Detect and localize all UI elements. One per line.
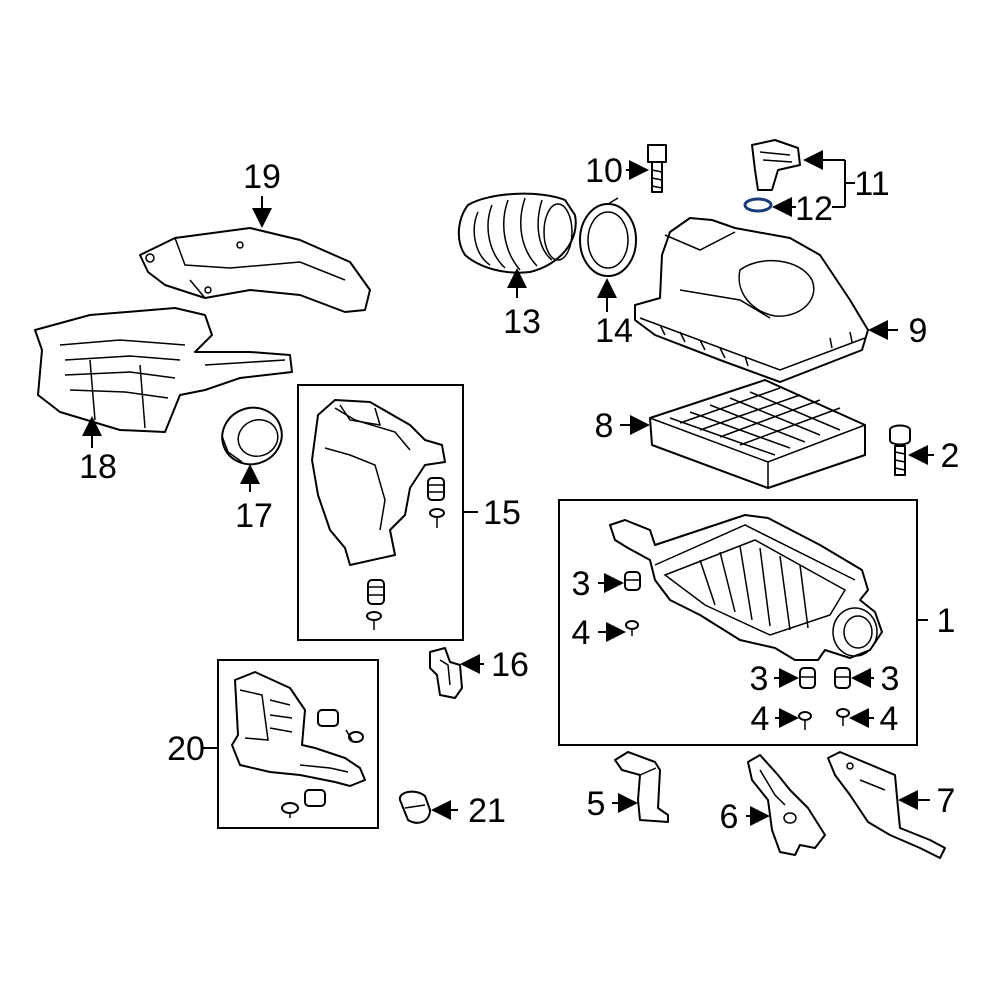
callout-12: 12	[795, 190, 833, 228]
callout-17: 17	[235, 497, 273, 535]
group-box-1	[558, 499, 918, 746]
callout-3a: 3	[572, 565, 591, 603]
grommet-20-lower[interactable]	[304, 789, 326, 807]
group-box-20	[217, 659, 379, 829]
bracket-11-12	[803, 150, 855, 207]
seal-ring-part-14[interactable]	[579, 197, 637, 277]
callout-8: 8	[595, 407, 614, 445]
callout-10: 10	[585, 152, 623, 190]
screw-4c[interactable]	[836, 708, 850, 726]
bracket-part-7[interactable]	[827, 751, 946, 859]
screw-15-lower[interactable]	[366, 611, 382, 630]
bolt-part-2[interactable]	[889, 424, 911, 476]
screw-4b[interactable]	[798, 711, 812, 730]
module-part-20[interactable]	[231, 671, 366, 787]
air-duct-part-19[interactable]	[139, 227, 371, 313]
callout-20: 20	[167, 730, 205, 768]
grommet-15-lower[interactable]	[367, 579, 385, 605]
screw-4a[interactable]	[625, 620, 639, 636]
screw-20-lower[interactable]	[281, 802, 299, 818]
callout-11: 11	[854, 165, 889, 203]
intake-chamber-part-15[interactable]	[311, 399, 446, 566]
air-cleaner-cover-part-9[interactable]	[634, 217, 869, 383]
callout-19: 19	[243, 158, 281, 196]
sensor-part-11[interactable]	[751, 139, 801, 191]
callout-3c: 3	[881, 660, 900, 698]
callout-4a: 4	[572, 614, 591, 652]
bracket-part-5[interactable]	[614, 751, 669, 823]
o-ring-part-12[interactable]	[743, 197, 773, 213]
callout-4c: 4	[880, 700, 899, 738]
callout-16: 16	[491, 646, 529, 684]
callout-21: 21	[468, 792, 506, 830]
air-cleaner-case-part-1[interactable]	[609, 514, 883, 661]
coupler-part-17[interactable]	[214, 399, 290, 472]
screw-15-upper[interactable]	[429, 508, 445, 528]
screw-20-right[interactable]	[345, 729, 364, 743]
callout-6: 6	[720, 798, 739, 836]
callout-3b: 3	[750, 660, 769, 698]
callout-1: 1	[937, 602, 956, 640]
air-intake-part-18[interactable]	[34, 307, 293, 433]
callout-7: 7	[937, 782, 956, 820]
callout-18: 18	[79, 448, 117, 486]
grommet-15-upper[interactable]	[427, 477, 445, 501]
bolt-part-10[interactable]	[647, 144, 667, 193]
intake-hose-part-13[interactable]	[457, 192, 577, 274]
callout-4b: 4	[751, 700, 770, 738]
air-filter-part-8[interactable]	[649, 379, 866, 489]
callout-9: 9	[909, 312, 928, 350]
bracket-part-16[interactable]	[429, 647, 463, 699]
grommet-3b[interactable]	[799, 667, 816, 689]
grommet-20[interactable]	[317, 709, 339, 727]
callout-5: 5	[587, 785, 606, 823]
grommet-3a[interactable]	[624, 571, 641, 591]
callout-15: 15	[483, 494, 521, 532]
grommet-3c[interactable]	[834, 667, 851, 689]
callout-2: 2	[941, 437, 960, 475]
callout-14: 14	[595, 312, 633, 350]
callout-13: 13	[503, 303, 541, 341]
bracket-part-6[interactable]	[747, 754, 826, 856]
cap-part-21[interactable]	[398, 790, 431, 824]
